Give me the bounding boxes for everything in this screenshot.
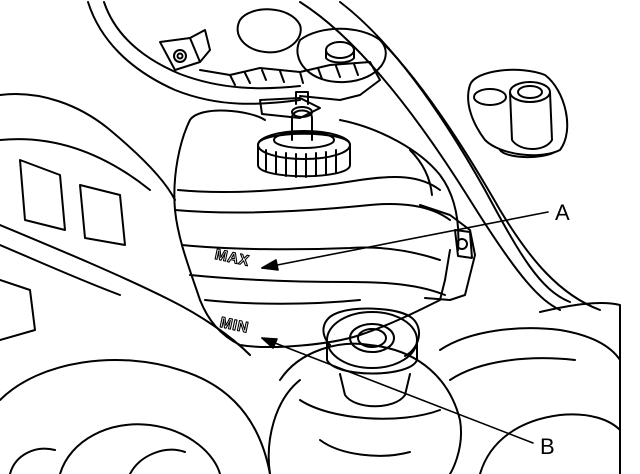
callout-b-arrow [261, 337, 534, 444]
fender-panel-lines [299, 1, 621, 474]
callout-label-a: A [555, 200, 570, 225]
callout-a-arrow [261, 211, 549, 271]
level-markings: MAX MIN [213, 245, 252, 337]
callout-label-b: B [540, 434, 555, 459]
lower-left-hoses [0, 359, 271, 474]
upper-hose-bracket [87, 1, 381, 119]
right-lower-panel [439, 327, 621, 474]
top-bolt [236, 8, 387, 84]
strut-tower [267, 307, 463, 474]
min-marking: MIN [218, 314, 250, 337]
left-chassis-lines [0, 93, 251, 356]
reservoir-cap [257, 91, 351, 178]
right-post [467, 68, 569, 158]
callout-arrows [261, 211, 549, 444]
